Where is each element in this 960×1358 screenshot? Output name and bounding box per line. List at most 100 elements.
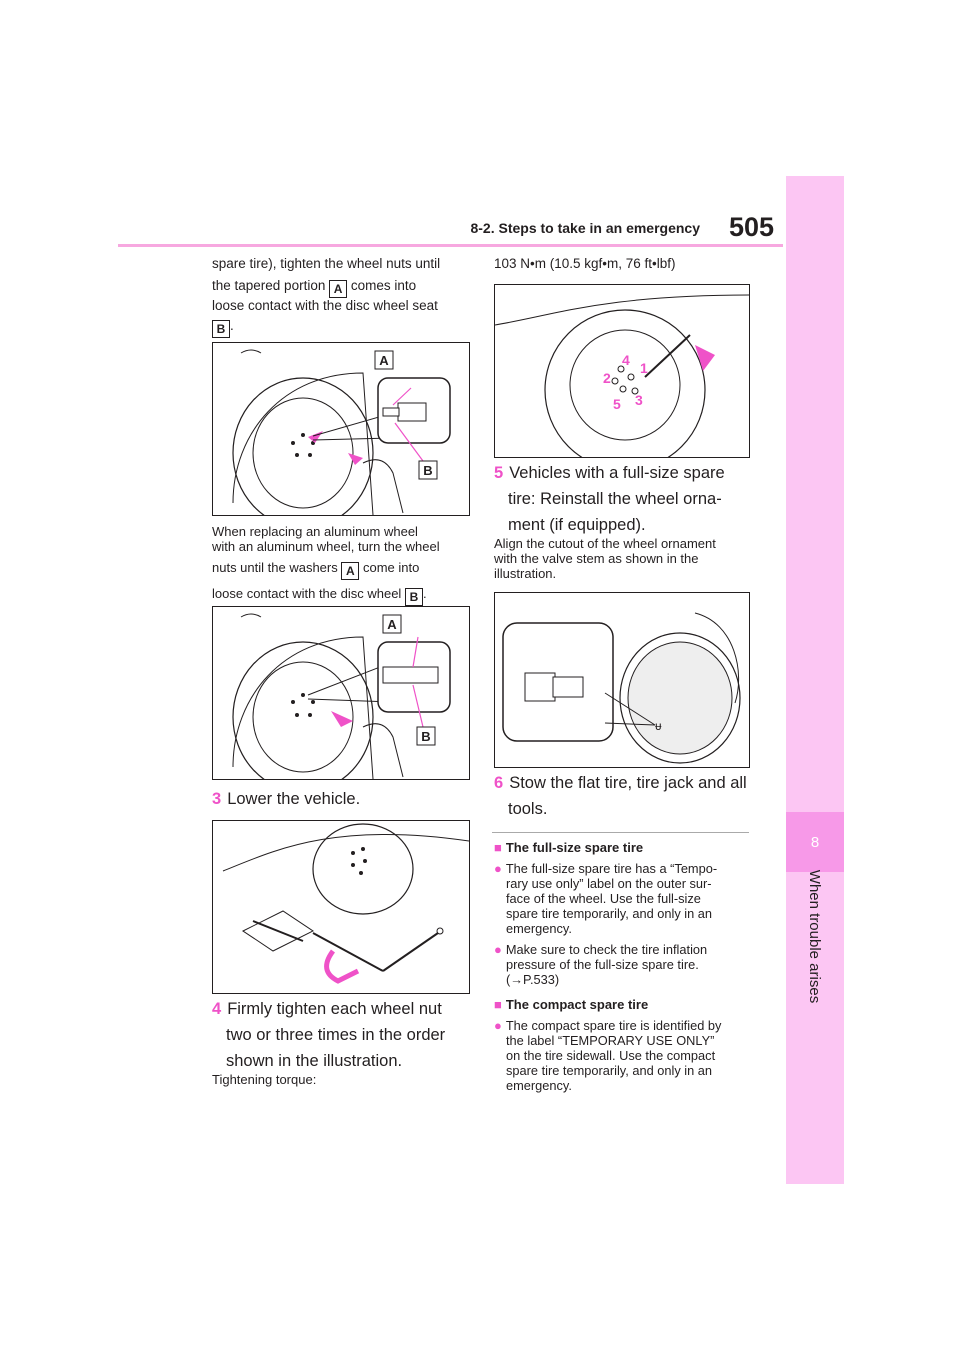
section-divider bbox=[492, 832, 749, 833]
nut-order-1: 1 bbox=[640, 360, 648, 376]
aluminum-note-text-b: come into bbox=[362, 560, 420, 575]
wheel-nut-aluminum-illustration: A B bbox=[232, 613, 451, 779]
step-4-line-2: two or three times in the order bbox=[226, 1026, 446, 1044]
svg-text:A: A bbox=[387, 617, 397, 632]
square-bullet-icon: ■ bbox=[494, 997, 502, 1012]
fullsize-b1-line-1: The full-size spare tire has a “Tempo- bbox=[505, 861, 718, 876]
header-rule bbox=[118, 244, 783, 247]
compact-bullet-1: ●The compact spare tire is identified by… bbox=[494, 1018, 756, 1093]
intro-text-b: comes into bbox=[350, 278, 417, 293]
fullsize-section: ■The full-size spare tire ●The full-size… bbox=[494, 840, 756, 1093]
wheel-ornament-illustration: ᵾ bbox=[502, 612, 741, 764]
step-5-note-line-3: illustration. bbox=[494, 566, 557, 581]
compact-b1-line-1: The compact spare tire is identified by bbox=[505, 1018, 722, 1033]
fullsize-b1-line-3: face of the wheel. Use the full-size bbox=[506, 891, 701, 906]
fullsize-heading: ■The full-size spare tire bbox=[494, 840, 756, 855]
step-5-note: Align the cutout of the wheel ornament w… bbox=[494, 536, 754, 581]
label-a-badge-2: A bbox=[341, 562, 360, 580]
figure-wheel-nut-steel: A B bbox=[212, 342, 470, 516]
intro-line-3: loose contact with the disc wheel seat bbox=[212, 298, 438, 313]
page-number: 505 bbox=[728, 212, 774, 242]
label-b-badge-2: B bbox=[404, 588, 423, 606]
nut-order-2: 2 bbox=[603, 370, 611, 386]
step-3-number: 3 bbox=[212, 790, 222, 808]
side-tab-number: 8 bbox=[786, 812, 844, 872]
lower-vehicle-illustration bbox=[222, 823, 469, 984]
step-6: 6 Stow the flat tire, tire jack and all t… bbox=[494, 770, 756, 822]
compact-b1-line-3: on the tire sidewall. Use the compact bbox=[506, 1048, 716, 1063]
step-4-number: 4 bbox=[212, 1000, 222, 1018]
step-5-text-1: Vehicles with a full-size spare bbox=[509, 464, 725, 482]
figure-wheel-nut-aluminum: A B bbox=[212, 606, 470, 780]
circle-bullet-icon: ● bbox=[494, 861, 502, 876]
nut-order-4: 4 bbox=[622, 352, 630, 368]
intro-paragraph: spare tire), tighten the wheel nuts unti… bbox=[212, 256, 472, 338]
svg-text:ᵾ: ᵾ bbox=[655, 719, 662, 733]
figure-nut-order: 4 1 2 5 3 bbox=[494, 284, 750, 458]
step-6-line-1: 6 Stow the flat tire, tire jack and all bbox=[494, 770, 756, 796]
step-5-note-line-2: with the valve stem as shown in the bbox=[494, 551, 699, 566]
nut-order-5: 5 bbox=[613, 396, 621, 412]
step-3: 3 Lower the vehicle. bbox=[212, 786, 472, 812]
nut-order-3: 3 bbox=[635, 392, 643, 408]
fullsize-b2-line-1: Make sure to check the tire inflation bbox=[505, 942, 708, 957]
circle-bullet-icon: ● bbox=[494, 1018, 502, 1033]
step-5-note-line-1: Align the cutout of the wheel ornament bbox=[494, 536, 716, 551]
torque-value: 103 N•m (10.5 kgf•m, 76 ft•lbf) bbox=[494, 256, 676, 271]
step-6-line-2: tools. bbox=[508, 800, 548, 818]
intro-text-a: the tapered portion bbox=[212, 278, 326, 293]
label-b-badge: B bbox=[212, 320, 230, 338]
label-a-badge: A bbox=[329, 280, 348, 298]
step-4-line-3: shown in the illustration. bbox=[226, 1052, 403, 1070]
compact-b1-line-2: the label “TEMPORARY USE ONLY” bbox=[506, 1033, 715, 1048]
wheel-nut-steel-illustration: A B bbox=[232, 349, 451, 515]
step-3-text: Lower the vehicle. bbox=[227, 790, 361, 808]
section-title: 8-2. Steps to take in an emergency bbox=[470, 220, 700, 236]
aluminum-note-text-c: loose contact with the disc wheel bbox=[212, 586, 402, 601]
aluminum-note-text-a: nuts until the washers bbox=[212, 560, 338, 575]
intro-period: . bbox=[230, 318, 234, 333]
compact-heading-text: The compact spare tire bbox=[505, 997, 649, 1012]
fullsize-bullet-1: ●The full-size spare tire has a “Tempo- … bbox=[494, 861, 756, 936]
aluminum-note-line-2: with an aluminum wheel, turn the wheel bbox=[212, 539, 440, 554]
fullsize-b2-line-2: pressure of the full-size spare tire. bbox=[506, 957, 699, 972]
intro-line-4: B. bbox=[212, 318, 472, 338]
fullsize-b1-line-4: spare tire temporarily, and only in an bbox=[506, 906, 713, 921]
side-tab-label: When trouble arises bbox=[786, 869, 844, 1002]
fullsize-b1-line-5: emergency. bbox=[506, 921, 572, 936]
aluminum-note-line-1: When replacing an aluminum wheel bbox=[212, 524, 418, 539]
side-tab-label-text: When trouble arises bbox=[806, 869, 824, 1003]
step-4-line-1: 4 Firmly tighten each wheel nut bbox=[212, 996, 474, 1022]
fullsize-heading-text: The full-size spare tire bbox=[505, 840, 644, 855]
svg-text:B: B bbox=[421, 729, 430, 744]
nut-order-illustration: 4 1 2 5 3 bbox=[495, 294, 749, 457]
circle-bullet-icon: ● bbox=[494, 942, 502, 957]
step-6-number: 6 bbox=[494, 774, 504, 792]
figure-lower-vehicle bbox=[212, 820, 470, 994]
step-4: 4 Firmly tighten each wheel nut two or th… bbox=[212, 996, 474, 1074]
aluminum-note-line-4: loose contact with the disc wheel B. bbox=[212, 586, 474, 606]
compact-b1-line-5: emergency. bbox=[506, 1078, 572, 1093]
fullsize-b2-line-3[interactable]: (→P.533) bbox=[506, 972, 560, 987]
torque-label: Tightening torque: bbox=[212, 1072, 317, 1087]
step-5-line-2: tire: Reinstall the wheel orna- bbox=[508, 490, 722, 508]
aluminum-note: When replacing an aluminum wheel with an… bbox=[212, 524, 474, 606]
svg-text:A: A bbox=[379, 353, 389, 368]
aluminum-note-period: . bbox=[422, 586, 427, 601]
svg-text:B: B bbox=[423, 463, 432, 478]
square-bullet-icon: ■ bbox=[494, 840, 502, 855]
fullsize-bullet-2: ●Make sure to check the tire inflation p… bbox=[494, 942, 756, 987]
step-5-line-3: ment (if equipped). bbox=[508, 516, 646, 534]
step-6-text-1: Stow the flat tire, tire jack and all bbox=[509, 774, 747, 792]
fullsize-b1-line-2: rary use only” label on the outer sur- bbox=[506, 876, 712, 891]
aluminum-note-line-3: nuts until the washers A come into bbox=[212, 560, 474, 580]
step-4-text-1: Firmly tighten each wheel nut bbox=[227, 1000, 442, 1018]
side-tab bbox=[786, 176, 844, 1184]
figure-wheel-ornament: ᵾ bbox=[494, 592, 750, 768]
compact-b1-line-4: spare tire temporarily, and only in an bbox=[506, 1063, 713, 1078]
intro-line-1: spare tire), tighten the wheel nuts unti… bbox=[212, 256, 441, 271]
intro-line-2: the tapered portion A comes into bbox=[212, 278, 472, 298]
compact-heading: ■The compact spare tire bbox=[494, 997, 756, 1012]
